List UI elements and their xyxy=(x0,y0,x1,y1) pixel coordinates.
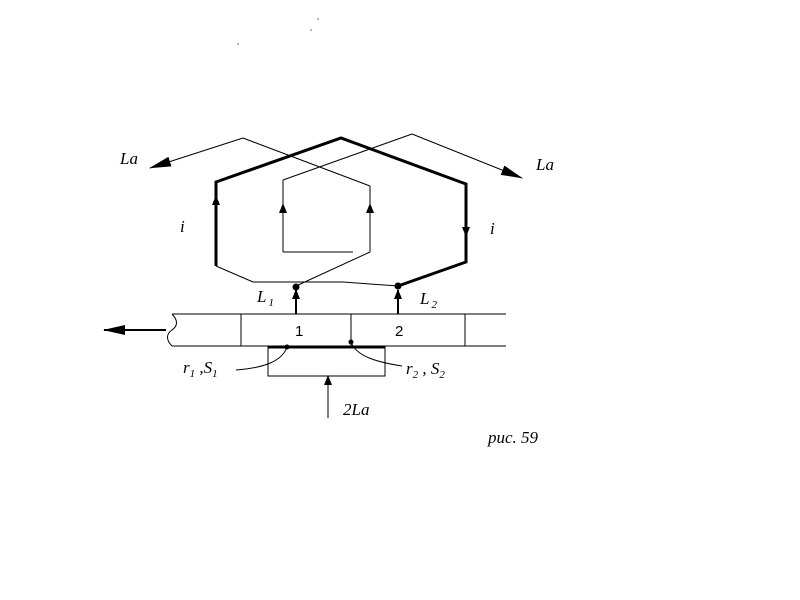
r1-s1-label: r1 ,S1 xyxy=(183,358,218,380)
la-leader-lines xyxy=(149,133,523,179)
stray-dots xyxy=(237,18,319,45)
i-right-label: i xyxy=(490,219,495,238)
two-la-label: 2La xyxy=(343,400,369,419)
l1-terminal xyxy=(292,283,300,291)
la-right-label: La xyxy=(535,155,554,174)
figure-caption: рис. 59 xyxy=(487,428,539,447)
slot-2-label: 2 xyxy=(395,323,403,340)
lead-connections xyxy=(292,282,402,314)
brush xyxy=(235,339,403,418)
coil-1-outline xyxy=(215,137,399,287)
r2-s2-label: r2 , S2 xyxy=(406,359,445,381)
slot-1-label: 1 xyxy=(295,323,303,340)
current-arrows xyxy=(212,195,470,237)
active-coil-thick xyxy=(214,136,468,288)
i-left-label: i xyxy=(180,217,185,236)
la-left-label: La xyxy=(119,149,138,168)
commutator-strip xyxy=(103,313,506,347)
l2-terminal xyxy=(394,282,402,290)
